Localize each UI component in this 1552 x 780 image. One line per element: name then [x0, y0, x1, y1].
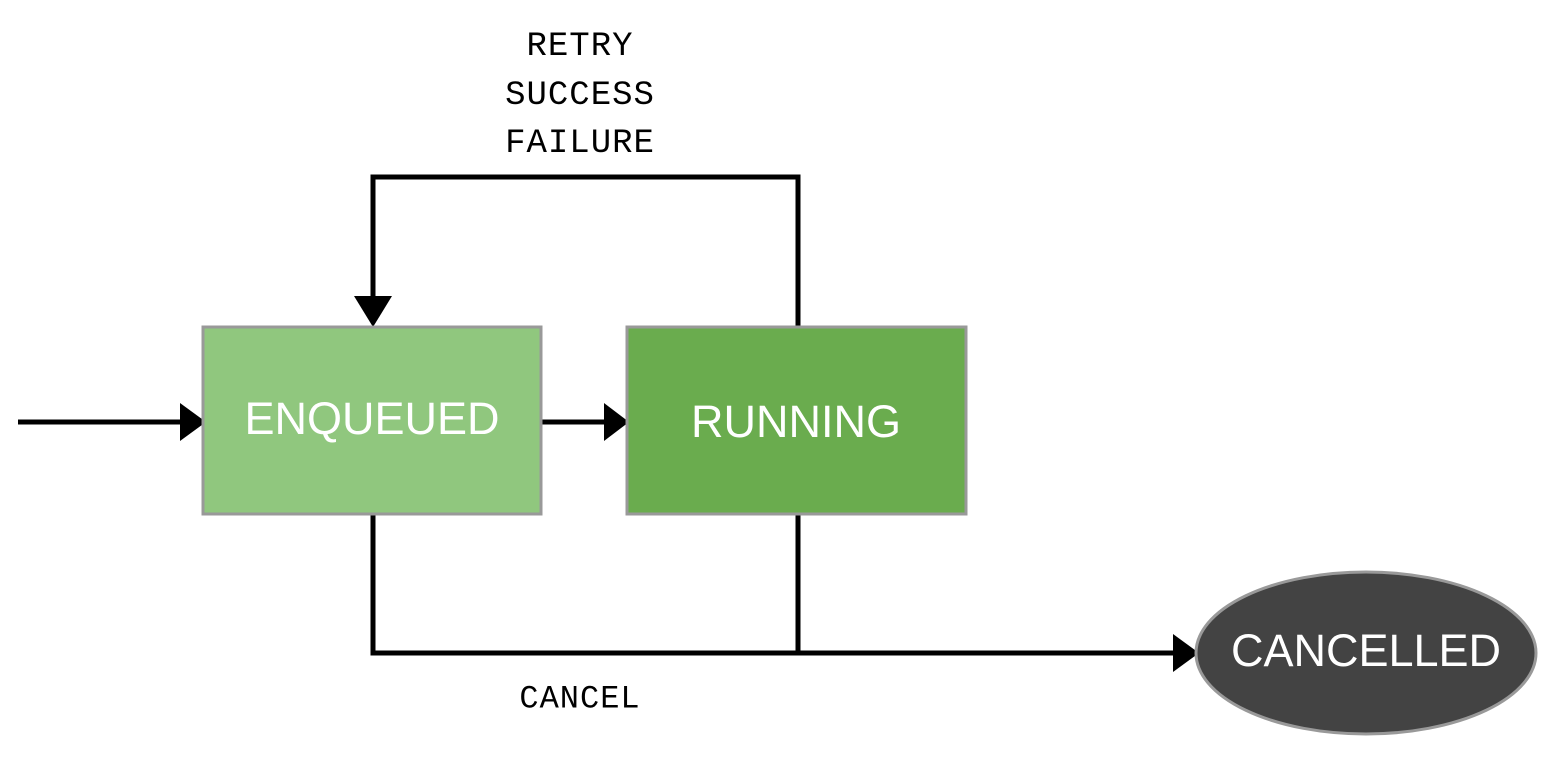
edge-enqueued-to-cancelled-line [370, 514, 1173, 656]
edge-running-to-enqueued-arrowhead [354, 296, 392, 327]
node-enqueued[interactable]: ENQUEUED [201, 325, 543, 516]
node-running-shape[interactable] [625, 325, 968, 516]
edge-running-to-enqueued [354, 174, 801, 327]
edge-label-retry: RETRY [526, 28, 633, 66]
edge-enqueued-to-cancelled [370, 514, 1199, 672]
node-cancelled-shape[interactable] [1194, 570, 1538, 736]
edge-running-to-enqueued-line [370, 174, 801, 327]
edge-start-to-enqueued [18, 403, 206, 441]
node-cancelled[interactable]: CANCELLED [1194, 570, 1538, 736]
node-cancelled-label: CANCELLED [1231, 625, 1501, 676]
node-enqueued-label: ENQUEUED [244, 393, 499, 444]
edge-start-to-enqueued-arrowhead [180, 403, 206, 441]
node-enqueued-shape[interactable] [201, 325, 543, 516]
edge-enqueued-to-cancelled-arrowhead [1173, 634, 1199, 672]
edge-enqueued-to-running-arrowhead [604, 403, 629, 441]
node-running-label: RUNNING [691, 396, 901, 447]
edge-label-failure: FAILURE [505, 125, 655, 163]
node-running[interactable]: RUNNING [625, 325, 968, 516]
edge-label-cancel: CANCEL [519, 680, 640, 717]
edge-enqueued-to-running [541, 403, 629, 441]
edge-label-success: SUCCESS [505, 77, 655, 115]
